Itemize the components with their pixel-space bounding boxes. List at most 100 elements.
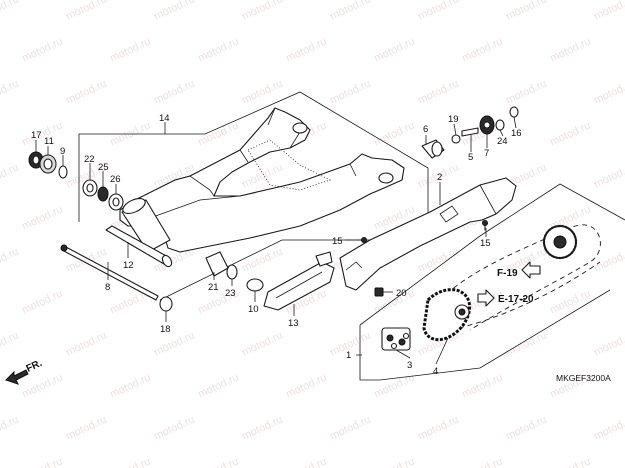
- swingarm-crossmember: [149, 195, 241, 219]
- watermark-text: motod.ru: [416, 0, 460, 23]
- watermark-text: motod.ru: [284, 455, 328, 468]
- callout-15-right: 15: [480, 238, 491, 249]
- ref-engine-label: E-17-20: [498, 294, 534, 305]
- watermark-text: motod.ru: [240, 77, 284, 106]
- swingarm-bracket: [239, 149, 357, 177]
- watermark-text: motod.ru: [416, 77, 460, 106]
- bolt-20: [374, 287, 384, 297]
- leader-lines: [35, 116, 517, 365]
- part-21-collar: [205, 251, 229, 277]
- drive-chain-loop: [439, 224, 601, 331]
- callout-24: 24: [497, 136, 508, 147]
- part-24-washer: [495, 119, 505, 131]
- watermark-text: motod.ru: [284, 371, 328, 400]
- watermark-text: motod.ru: [328, 413, 372, 442]
- watermark-text: motod.ru: [152, 413, 196, 442]
- watermark-text: motod.ru: [592, 161, 625, 190]
- watermark-text: motod.ru: [64, 413, 108, 442]
- part-4-drive-chain: [422, 288, 471, 342]
- watermark-text: motod.ru: [20, 455, 64, 468]
- part-19-ring: [451, 134, 461, 144]
- watermark-text: motod.ru: [416, 413, 460, 442]
- watermark-text: motod.ru: [108, 35, 152, 64]
- watermark-text: motod.ru: [592, 245, 625, 274]
- callout-25: 25: [98, 162, 109, 173]
- callout-14: 14: [159, 113, 170, 124]
- watermark-text: motod.ru: [108, 455, 152, 468]
- callout-17: 17: [31, 130, 42, 141]
- callout-13: 13: [288, 318, 299, 329]
- part-18-nut: [159, 296, 173, 312]
- swingarm-pivot-hole: [292, 122, 308, 134]
- ref-arrow-frame: F-19: [497, 261, 541, 279]
- watermark-text: motod.ru: [20, 287, 64, 316]
- watermark-text: motod.ru: [0, 413, 21, 442]
- callout-20: 20: [396, 288, 407, 299]
- watermark-text: motod.ru: [20, 119, 64, 148]
- watermark-text: motod.ru: [460, 35, 504, 64]
- callout-23: 23: [225, 288, 236, 299]
- callout-labels: 17 11 9 22 25 26 14 12 8 21 23 10 13 18 …: [31, 113, 522, 377]
- watermark-text: motod.ru: [240, 413, 284, 442]
- callout-5: 5: [468, 152, 473, 163]
- watermark-text: motod.ru: [504, 0, 548, 23]
- watermark-text: motod.ru: [284, 35, 328, 64]
- watermark-text: motod.ru: [504, 329, 548, 358]
- arrow-left-icon: [5, 369, 29, 385]
- watermark-text: motod.ru: [20, 35, 64, 64]
- watermark-text: motod.ru: [548, 119, 592, 148]
- callout-4: 4: [433, 366, 438, 377]
- callout-19: 19: [448, 114, 459, 125]
- watermark-text: motod.ru: [0, 77, 21, 106]
- watermark-text: motod.ru: [504, 413, 548, 442]
- callout-12: 12: [123, 260, 134, 271]
- watermark-text: motod.ru: [372, 455, 416, 468]
- axle-slot: [378, 172, 394, 184]
- ref-frame-label: F-19: [497, 268, 518, 279]
- watermark-text: motod.ru: [152, 77, 196, 106]
- watermark-text: motod.ru: [20, 203, 64, 232]
- bolt-15-left: [355, 237, 367, 243]
- watermark-text: motod.ru: [64, 329, 108, 358]
- watermark-text: motod.ru: [196, 371, 240, 400]
- chain-group-top-line: [359, 183, 625, 326]
- part-16-nut: [509, 106, 519, 118]
- watermark-text: motod.ru: [592, 0, 625, 23]
- callout-22: 22: [84, 154, 95, 165]
- part-23-seal: [226, 264, 238, 280]
- watermark-text: motod.ru: [416, 245, 460, 274]
- part-10-pin: [246, 278, 264, 292]
- watermark-text: motod.ru: [592, 329, 625, 358]
- callout-3: 3: [407, 360, 412, 371]
- pivot-shaft: [60, 244, 159, 301]
- watermark-text: motod.ru: [504, 77, 548, 106]
- watermark-text: motod.ru: [460, 371, 504, 400]
- watermark-text: motod.ru: [0, 161, 21, 190]
- callout-26: 26: [110, 174, 121, 185]
- watermark-text: motod.ru: [196, 455, 240, 468]
- chain-group-bottom-line: [359, 289, 611, 381]
- watermark-text: motod.ru: [108, 371, 152, 400]
- part-9-collar: [58, 165, 68, 179]
- watermark-text: motod.ru: [460, 455, 504, 468]
- watermark-text: motod.ru: [0, 0, 21, 23]
- swingarm: [119, 107, 405, 253]
- watermark-text: motod.ru: [548, 455, 592, 468]
- watermark-text: motod.ru: [20, 371, 64, 400]
- watermark-text: motod.ru: [592, 413, 625, 442]
- ref-arrow-engine: E-17-20: [477, 289, 534, 307]
- watermark-text: motod.ru: [152, 329, 196, 358]
- callout-1: 1: [346, 350, 351, 361]
- swingarm-pivot-plate: [267, 107, 301, 149]
- watermark-text: motod.ru: [64, 0, 108, 23]
- callout-15-left: 15: [332, 236, 343, 247]
- part-5-bolt: [461, 127, 479, 137]
- watermark-text: motod.ru: [240, 0, 284, 23]
- callout-11: 11: [44, 136, 54, 147]
- watermark-text: motod.ru: [0, 329, 21, 358]
- front-direction-indicator: FR.: [5, 358, 44, 385]
- watermark-text: motod.ru: [548, 35, 592, 64]
- callout-18: 18: [160, 324, 171, 335]
